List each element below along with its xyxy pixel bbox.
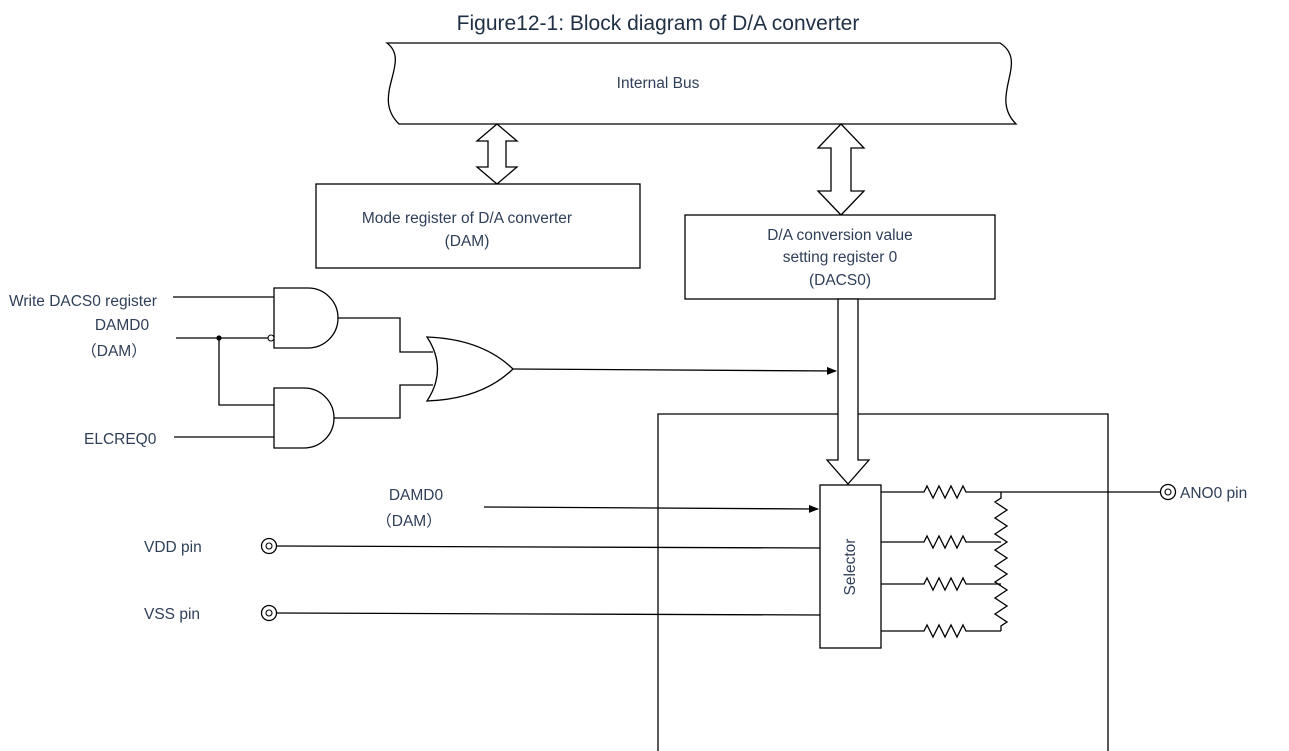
ano0-pin-terminal-inner xyxy=(1164,488,1172,496)
vertical-resistor-chain xyxy=(993,492,1009,631)
elcreq0-label: ELCREQ0 xyxy=(84,431,157,448)
figure-title: Figure12-1: Block diagram of D/A convert… xyxy=(457,12,860,35)
or-output-arrow xyxy=(512,366,837,375)
and-gate-2 xyxy=(273,387,335,449)
dacs0-register-box xyxy=(684,214,996,300)
or-gate xyxy=(425,336,514,402)
resistor-ladder xyxy=(881,484,1009,639)
dacs0-register-label-1: D/A conversion value xyxy=(767,227,913,244)
damd0-mid-label: DAMD0 xyxy=(389,487,444,504)
dac-enclosure xyxy=(657,413,1109,751)
vdd-wire xyxy=(276,545,821,549)
vss-pin-label: VSS pin xyxy=(144,606,200,623)
resistor-2 xyxy=(881,534,1001,550)
damd0-branch-wire xyxy=(218,338,274,406)
vdd-pin-label: VDD pin xyxy=(144,539,202,556)
vss-pin-terminal-inner xyxy=(265,609,273,617)
dacs-to-selector-arrow xyxy=(825,298,871,485)
selector-label: Selector xyxy=(842,539,859,596)
vdd-pin-terminal-inner xyxy=(265,542,273,550)
ano0-pin-label: ANO0 pin xyxy=(1180,485,1247,502)
and1-to-or-wire xyxy=(338,317,433,353)
resistor-3 xyxy=(881,576,1001,592)
and-gate-1 xyxy=(273,287,339,349)
bus-dacs-double-arrow xyxy=(816,123,866,216)
mode-register-abbrev: (DAM) xyxy=(445,233,490,250)
damd0-top-label: DAMD0 xyxy=(95,317,150,334)
resistor-4 xyxy=(881,623,1001,639)
internal-bus-label: Internal Bus xyxy=(617,75,700,92)
dam-top-label: （DAM） xyxy=(81,343,146,360)
dacs0-register-label-2: setting register 0 xyxy=(783,249,898,266)
inverter-bubble xyxy=(267,334,275,342)
internal-bus-shape xyxy=(385,42,1018,125)
resistor-1 xyxy=(881,484,1001,500)
bus-mode-double-arrow xyxy=(475,123,519,185)
mode-register-box xyxy=(315,183,641,269)
selector-box xyxy=(819,484,882,649)
vss-wire xyxy=(276,612,821,616)
dacs0-register-abbrev: (DACS0) xyxy=(809,272,871,289)
write-dacs0-label: Write DACS0 register xyxy=(9,293,157,310)
and2-to-or-wire xyxy=(334,384,433,419)
mode-register-label: Mode register of D/A converter xyxy=(362,210,572,227)
dam-mid-label: （DAM） xyxy=(376,513,441,530)
damd0-mid-arrow xyxy=(483,504,819,513)
